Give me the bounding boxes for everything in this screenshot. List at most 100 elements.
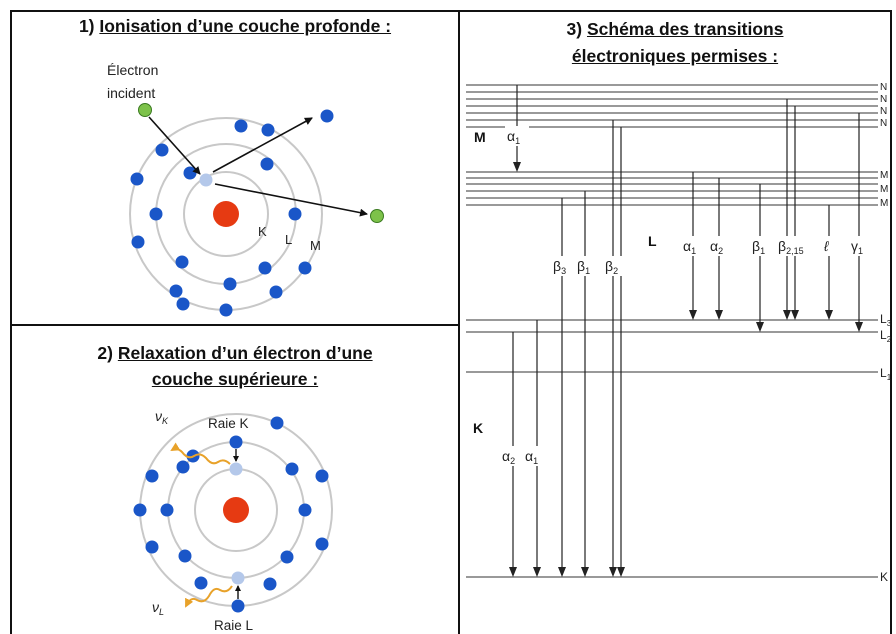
electron [131,235,145,249]
arrowhead [825,310,833,320]
arrowhead [791,310,799,320]
label-bg [603,256,627,276]
label-bg [500,446,546,466]
l-line-label: α1 [683,238,696,256]
arrowhead [533,567,541,577]
photon-k-wave [170,442,231,465]
raie-k-label: Raie K [208,416,249,431]
nucleus [223,497,249,523]
l-line-label: γ1 [851,238,863,256]
electron [260,157,274,171]
incident-electron [138,103,152,117]
panel2-title: 2) Relaxation d’un électron d’une couche… [30,340,440,392]
electron [176,460,190,474]
panel3-title-line2: électroniques permises : [571,46,779,66]
label-bg [575,256,597,276]
panel2-title-line1: Relaxation d’un électron d’une [117,343,373,363]
level-l2-label: L2 [880,328,892,344]
electron [270,416,284,430]
panel3-title-line1: Schéma des transitions [586,19,784,39]
level-n-label: N [880,82,887,93]
shell-m-label: M [310,238,321,253]
electron [229,435,243,449]
photon-l-wave [185,585,233,608]
label-bg [776,236,820,256]
k-beta-label: β1 [577,258,590,276]
nu-l-label: νL [152,599,164,617]
series-l-label: L [648,233,657,249]
electron [130,172,144,186]
electron [219,303,233,317]
electron [269,285,283,299]
label-bg [822,236,836,256]
label-bg [681,236,707,256]
incident-arrow [148,116,201,175]
electron [155,143,169,157]
ejection-arrow [212,117,313,173]
k-alpha-label: α2 [502,448,515,466]
electron [145,540,159,554]
arrowhead [855,322,863,332]
electron [280,550,294,564]
shell-k-ring [183,171,269,257]
level-k-label: K [880,570,888,584]
electrons [130,109,334,317]
label-bg [750,236,774,256]
l-line-label: β2,15 [778,238,804,256]
vacancy [229,462,243,476]
electron [261,123,275,137]
level-m-label: M [880,184,888,195]
panel2-atom-diagram: Raie K Raie L νK νL [133,408,333,633]
level-m-label: M [880,198,888,209]
panel2-number: 2) [97,343,113,363]
nucleus [213,201,239,227]
horizontal-divider [10,324,459,326]
series-k-label: K [473,420,483,436]
level-labels: N N N N M M M L3 L2 L1 K [880,82,892,584]
k-beta-label: β3 [553,258,566,276]
l-line-label: ℓ [823,238,829,254]
electron [234,119,248,133]
level-n-label: N [880,106,887,117]
level-l3-label: L3 [880,312,892,328]
arrowhead [513,162,521,172]
panel2-title-line2: couche supérieure : [151,369,319,389]
panel1-title: 1) Ionisation d’une couche profonde : [30,16,440,37]
series-labels: M L K [473,129,657,436]
arrowhead [756,322,764,332]
electron [169,284,183,298]
electron [149,207,163,221]
raie-l-label: Raie L [214,618,254,633]
incident-label: incident [107,85,155,101]
k-beta-label: β2 [605,258,618,276]
level-l1-label: L1 [880,366,892,382]
electron [178,549,192,563]
electron [194,576,208,590]
incident-label: Électron [107,62,158,78]
panel3-title: 3) Schéma des transitions électroniques … [480,16,870,70]
transition-arrowheads [509,162,863,577]
electron [315,469,329,483]
electron [223,277,237,291]
level-n-label: N [880,118,887,129]
panel1-atom-diagram: Électron incident K L M [107,62,384,317]
arrowhead [581,567,589,577]
arrowhead [783,310,791,320]
vertical-divider [458,10,460,634]
electron [175,255,189,269]
arrowhead [609,567,617,577]
level-m-label: M [880,170,888,181]
panel3-number: 3) [566,19,583,39]
arrowhead [617,567,625,577]
label-bg [505,126,529,146]
arrowhead [715,310,723,320]
panel1-title-text: Ionisation d’une couche profonde : [99,16,392,36]
electron [176,297,190,311]
electron [315,537,329,551]
l-line-label: β1 [752,238,765,256]
electron [258,261,272,275]
scattered-electron [370,209,384,223]
electron [288,207,302,221]
shell-k-label: K [258,224,267,239]
